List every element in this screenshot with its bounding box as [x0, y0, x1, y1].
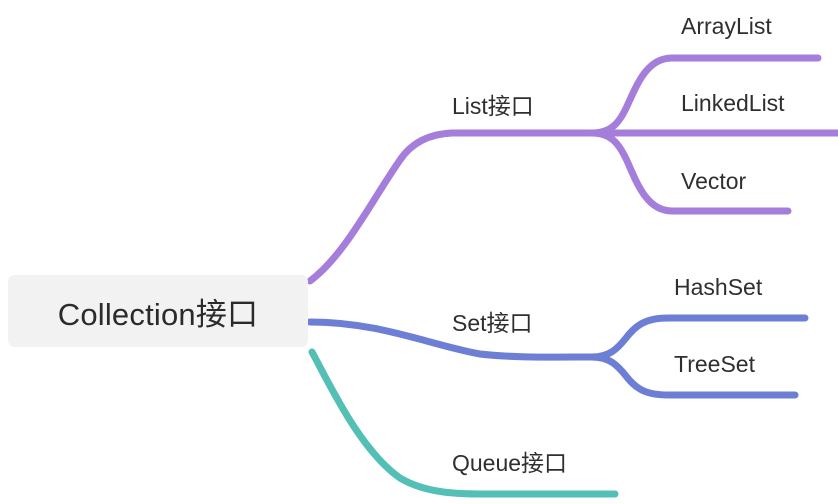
branch-label-set[interactable]: Set接口 — [452, 310, 533, 336]
leaf-label-vector[interactable]: Vector — [681, 168, 747, 194]
edge-list-to-vector — [588, 129, 792, 215]
edge-list-to-arraylist — [588, 54, 822, 137]
root-node-collection[interactable]: Collection接口 — [8, 275, 308, 347]
edge-root-to-queue — [308, 348, 619, 498]
leaf-label-hashset[interactable]: HashSet — [674, 274, 763, 300]
root-node-label: Collection接口 — [57, 296, 259, 332]
edge-set-to-treeset — [588, 353, 799, 399]
leaf-label-arraylist[interactable]: ArrayList — [681, 13, 772, 39]
edge-set-to-hashset — [588, 314, 809, 361]
leaf-label-linkedlist[interactable]: LinkedList — [681, 90, 785, 116]
edge-root-to-list — [306, 129, 596, 285]
branch-label-queue[interactable]: Queue接口 — [452, 450, 568, 476]
branch-label-list[interactable]: List接口 — [452, 93, 534, 119]
edge-root-to-set — [306, 318, 596, 361]
leaf-label-treeset[interactable]: TreeSet — [674, 351, 755, 377]
